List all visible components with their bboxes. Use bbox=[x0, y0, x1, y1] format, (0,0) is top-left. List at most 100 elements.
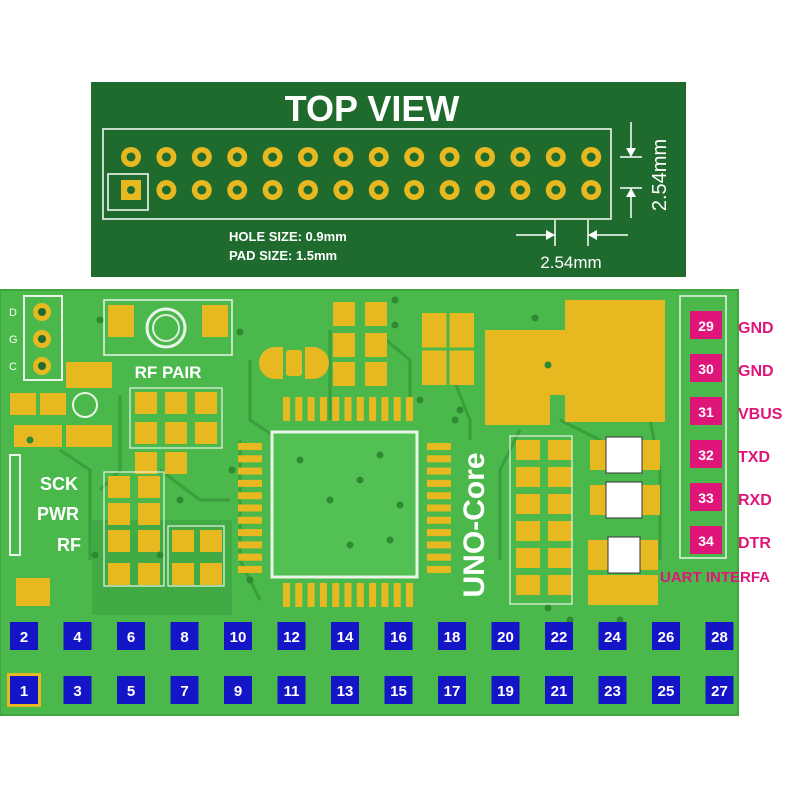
pin-number: 24 bbox=[604, 629, 621, 646]
horizontal-pitch-dimension: 2.54mm bbox=[516, 220, 628, 272]
smd-pad bbox=[138, 503, 160, 525]
pin-number: 19 bbox=[497, 683, 514, 700]
uart-pin-label: RXD bbox=[738, 492, 772, 509]
led-label-rf: RF bbox=[57, 535, 81, 555]
smd-pad bbox=[165, 422, 187, 444]
pin-number: 14 bbox=[337, 629, 354, 646]
uart-pin bbox=[690, 354, 722, 382]
pin-number: 27 bbox=[711, 683, 728, 700]
header-pin bbox=[545, 622, 573, 650]
left-components bbox=[9, 362, 112, 606]
uart-pin-number: 29 bbox=[698, 318, 714, 334]
header-pin bbox=[705, 622, 734, 650]
header-pin bbox=[384, 676, 413, 704]
uart-pin-label: VBUS bbox=[738, 406, 783, 423]
pin-number: 26 bbox=[658, 629, 675, 646]
smd-pad bbox=[172, 530, 194, 552]
header-pin bbox=[331, 622, 359, 650]
pcb-board: D G C RF PAIR SCK PWR RF bbox=[0, 289, 739, 716]
diodes bbox=[588, 436, 660, 605]
header-pin bbox=[545, 676, 573, 704]
header-pin bbox=[705, 676, 734, 704]
smd-pad bbox=[195, 422, 217, 444]
pin-number: 15 bbox=[390, 683, 407, 700]
uart-pin-label: TXD bbox=[738, 449, 770, 466]
smd-pad bbox=[516, 467, 540, 487]
smd-pad bbox=[548, 575, 572, 595]
pin1-marker bbox=[107, 173, 149, 211]
hole-size-label: HOLE SIZE: 0.9mm bbox=[229, 229, 347, 244]
pin-number: 2 bbox=[20, 629, 28, 646]
header-pin bbox=[438, 676, 466, 704]
header-pin bbox=[652, 676, 680, 704]
uart-pin bbox=[690, 397, 722, 425]
pitch-vertical-label: 2.54mm bbox=[649, 139, 671, 211]
smd-pad bbox=[548, 440, 572, 460]
pin-number: 16 bbox=[390, 629, 407, 646]
right-passive-components bbox=[509, 435, 573, 605]
pitch-horizontal-label: 2.54mm bbox=[540, 253, 601, 272]
smd-pad bbox=[108, 476, 130, 498]
top-view-panel: TOP VIEW 2.54mm 2.54mm HOLE SIZE: 0.9mm … bbox=[91, 82, 686, 277]
header-pin bbox=[10, 676, 38, 704]
header-pin bbox=[170, 622, 199, 650]
pin-number: 21 bbox=[551, 683, 568, 700]
uart-pin bbox=[690, 311, 722, 339]
smd-pad bbox=[108, 563, 130, 585]
smd-pad bbox=[135, 452, 157, 474]
uart-pin-label: GND bbox=[738, 320, 774, 337]
header-pin bbox=[384, 622, 413, 650]
pin-number: 13 bbox=[337, 683, 354, 700]
smd-pad bbox=[548, 494, 572, 514]
header-pin bbox=[117, 622, 145, 650]
header-pin bbox=[10, 622, 38, 650]
header-pin bbox=[598, 622, 627, 650]
pin-number: 28 bbox=[711, 629, 728, 646]
pin-number: 9 bbox=[234, 683, 242, 700]
smd-pad bbox=[516, 548, 540, 568]
header-pin bbox=[598, 676, 627, 704]
rf-pair-label: RF PAIR bbox=[135, 363, 202, 382]
pin-number: 11 bbox=[284, 683, 300, 700]
smd-pad bbox=[108, 530, 130, 552]
smd-pad bbox=[165, 452, 187, 474]
pin-number: 23 bbox=[604, 683, 621, 700]
header-pin bbox=[491, 622, 520, 650]
board-name-label: UNO-Core bbox=[458, 452, 491, 597]
mcu-chip bbox=[238, 397, 451, 607]
header-pin bbox=[224, 622, 252, 650]
pin-number: 8 bbox=[180, 629, 188, 646]
header-pin bbox=[277, 622, 306, 650]
header-pin bbox=[224, 676, 252, 704]
uart-pin bbox=[690, 440, 722, 468]
pin-number: 7 bbox=[180, 683, 188, 700]
pin-number: 20 bbox=[497, 629, 514, 646]
smd-pad bbox=[516, 440, 540, 460]
uart-pin-label: DTR bbox=[738, 535, 771, 552]
top-view-title: TOP VIEW bbox=[285, 88, 460, 129]
crystal bbox=[259, 347, 329, 379]
pin-number: 12 bbox=[283, 629, 300, 646]
pin-number: 6 bbox=[127, 629, 135, 646]
smd-pad bbox=[108, 503, 130, 525]
uart-pin bbox=[690, 483, 722, 511]
pin-number: 25 bbox=[658, 683, 675, 700]
header-pin bbox=[170, 676, 199, 704]
smd-pad bbox=[138, 563, 160, 585]
smd-pad bbox=[548, 467, 572, 487]
top-middle-components bbox=[333, 302, 474, 386]
smd-pad bbox=[135, 422, 157, 444]
uart-pin-number: 31 bbox=[698, 404, 714, 420]
header-pin bbox=[117, 676, 145, 704]
smd-pad bbox=[516, 494, 540, 514]
smd-pad bbox=[516, 521, 540, 541]
header-pin bbox=[63, 676, 92, 704]
dgc-connector: D G C bbox=[9, 295, 63, 381]
header-pin bbox=[491, 676, 520, 704]
header-pin bbox=[63, 622, 92, 650]
dgc-label-g: G bbox=[9, 334, 18, 346]
pin-number: 22 bbox=[551, 629, 568, 646]
